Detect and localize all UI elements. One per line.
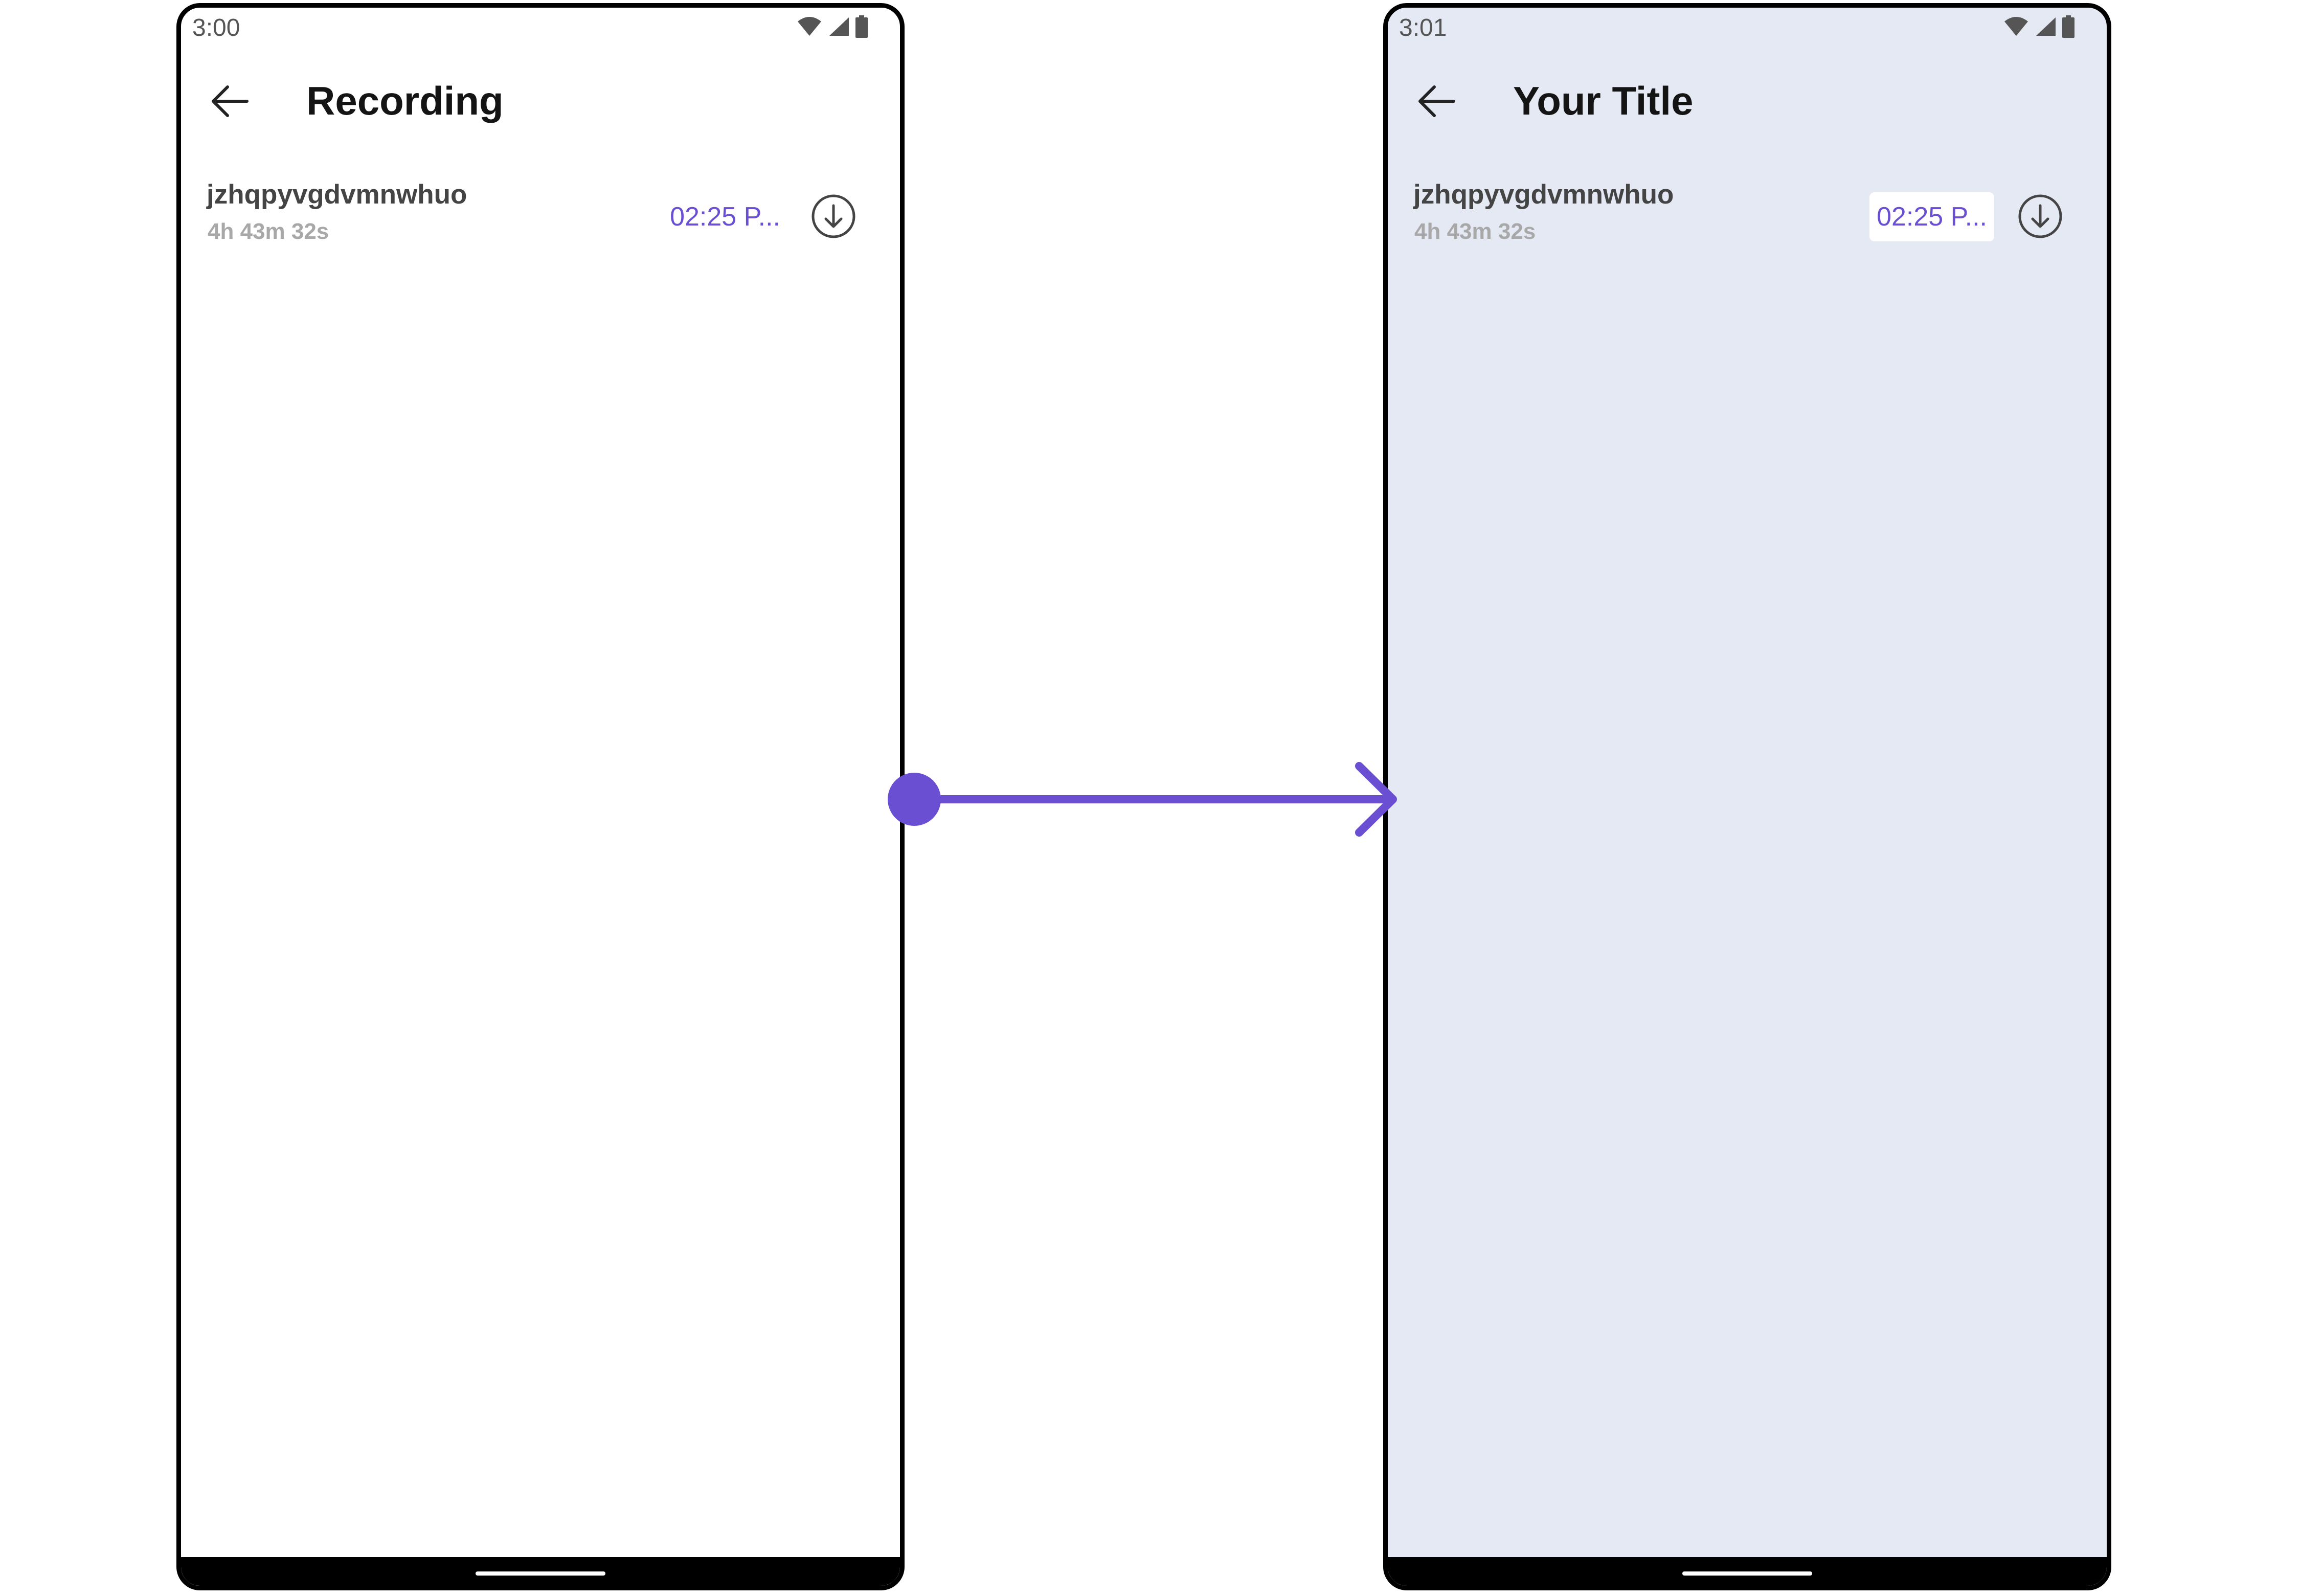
recording-duration: 4h 43m 32s bbox=[1414, 219, 1536, 244]
home-gesture-handle[interactable] bbox=[1682, 1571, 1812, 1576]
recording-time: 02:25 P... bbox=[1869, 192, 1994, 241]
wifi-icon bbox=[797, 16, 822, 37]
cell-signal-icon bbox=[827, 16, 850, 37]
battery-icon bbox=[855, 15, 868, 38]
arrow-left-icon bbox=[209, 83, 250, 122]
phone-screen-customized: 3:01 Your Title jzhqpy bbox=[1383, 3, 2111, 1590]
status-icons bbox=[797, 15, 868, 38]
status-time: 3:00 bbox=[192, 14, 240, 41]
phone-screen-default: 3:00 Recording jzhqpyv bbox=[176, 3, 905, 1590]
battery-icon bbox=[2062, 15, 2075, 38]
wifi-icon bbox=[2003, 16, 2029, 37]
status-bar: 3:01 bbox=[1388, 8, 2107, 49]
cell-signal-icon bbox=[2034, 16, 2057, 37]
app-bar: Recording bbox=[181, 59, 900, 141]
back-button[interactable] bbox=[1413, 79, 1459, 125]
recording-list-item[interactable]: jzhqpyvgdvmnwhuo 4h 43m 32s 02:25 P... bbox=[181, 174, 900, 261]
download-button[interactable] bbox=[808, 192, 859, 243]
recording-list-item[interactable]: jzhqpyvgdvmnwhuo 4h 43m 32s 02:25 P... bbox=[1388, 174, 2107, 261]
recording-name: jzhqpyvgdvmnwhuo bbox=[1413, 179, 1674, 210]
status-time: 3:01 bbox=[1399, 14, 1447, 41]
recording-time: 02:25 P... bbox=[670, 202, 780, 232]
page-title: Your Title bbox=[1513, 78, 1694, 123]
download-circle-icon bbox=[810, 193, 856, 242]
recording-name: jzhqpyvgdvmnwhuo bbox=[207, 179, 467, 210]
download-circle-icon bbox=[2017, 193, 2063, 242]
navigation-bar bbox=[1388, 1557, 2107, 1586]
download-button[interactable] bbox=[2015, 192, 2066, 243]
back-button[interactable] bbox=[207, 79, 253, 125]
navigation-bar bbox=[181, 1557, 900, 1586]
app-bar: Your Title bbox=[1388, 59, 2107, 141]
home-gesture-handle[interactable] bbox=[476, 1571, 605, 1576]
page-title: Recording bbox=[306, 78, 504, 123]
status-bar: 3:00 bbox=[181, 8, 900, 49]
recording-duration: 4h 43m 32s bbox=[208, 219, 329, 244]
status-icons bbox=[2003, 15, 2075, 38]
arrow-left-icon bbox=[1416, 83, 1457, 122]
